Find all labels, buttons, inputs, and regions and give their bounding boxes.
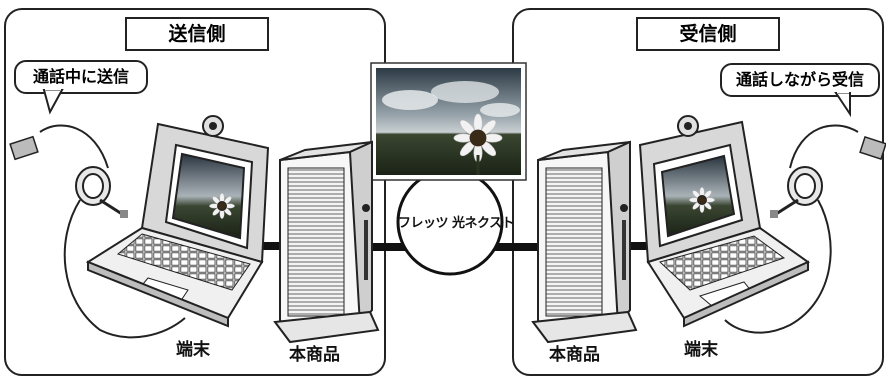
sender-bubble: 通話中に送信: [14, 60, 148, 94]
receiver-bubble: 通話しながら受信: [720, 63, 880, 97]
network-label: フレッツ 光ネクスト: [398, 216, 515, 231]
receiver-laptop: [638, 120, 811, 328]
receiver-webcam: [677, 115, 699, 137]
sender-laptop: [85, 122, 270, 328]
receiver-headset-plug: [859, 136, 886, 160]
receiver-device-label: 本商品: [549, 345, 600, 365]
receiver-terminal-label: 端末: [684, 340, 718, 360]
receiver-title: 受信側: [636, 17, 780, 51]
sunflower-photo: [370, 62, 527, 181]
receiver-bubble-tail: [834, 90, 851, 118]
receiver-router: [531, 140, 638, 344]
sender-title: 送信側: [125, 17, 269, 51]
sender-terminal-label: 端末: [176, 340, 210, 360]
receiver-headset: [724, 124, 859, 334]
sender-router: [273, 140, 380, 344]
sender-headset-plug: [9, 135, 39, 161]
sender-webcam: [202, 115, 224, 137]
sender-headset: [39, 124, 186, 339]
sender-device-label: 本商品: [289, 345, 340, 365]
sender-bubble-tail: [42, 87, 64, 115]
